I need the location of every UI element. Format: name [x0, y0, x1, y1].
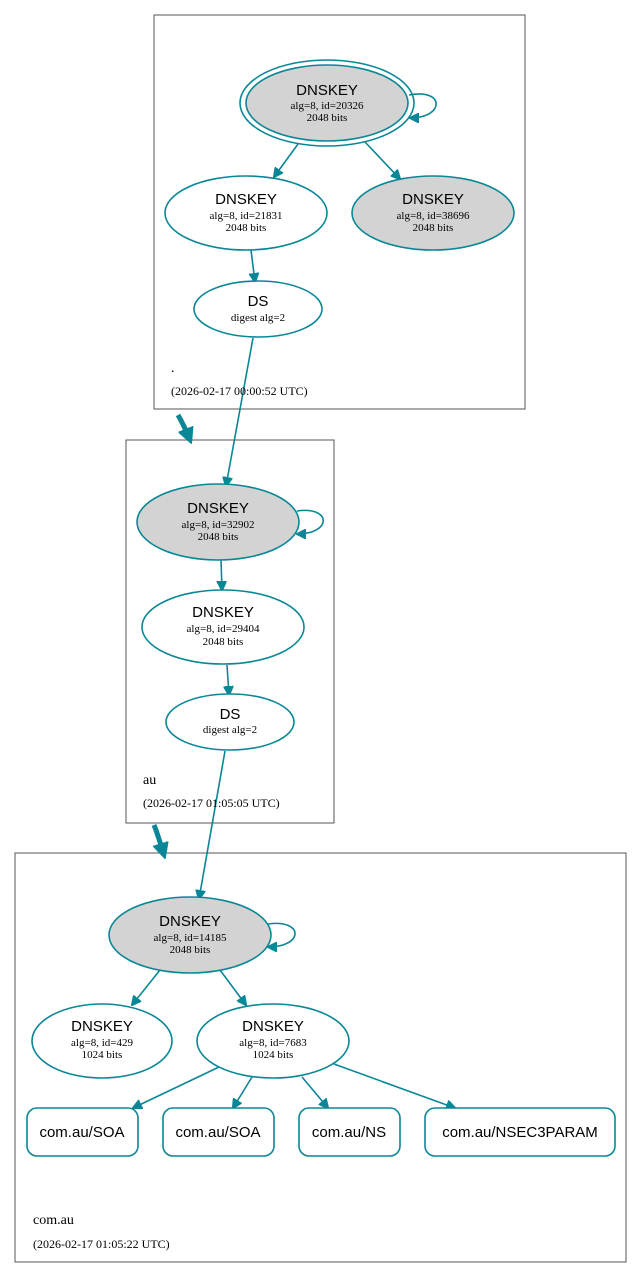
rrset-nsec3param[interactable]: com.au/NSEC3PARAM	[424, 1107, 616, 1157]
edge-root-ksk-standby	[364, 141, 400, 179]
rrset-nsec3param-label: com.au/NSEC3PARAM	[442, 1124, 598, 1141]
au-zsk-type: DNSKEY	[192, 604, 254, 621]
au-ds-detail: digest alg=2	[203, 724, 257, 736]
comau-dnskey-429-node[interactable]: DNSKEY alg=8, id=429 1024 bits	[31, 1003, 173, 1079]
root-standby-type: DNSKEY	[402, 191, 464, 208]
root-standby-bits: 2048 bits	[413, 222, 454, 234]
edge-comau-7683-soa2	[233, 1076, 253, 1108]
rrset-soa-2-label: com.au/SOA	[175, 1124, 260, 1141]
edge-root-zsk-ds	[251, 249, 255, 282]
edge-au-ksk-self	[297, 509, 325, 534]
comau-dnskey-7683-bits: 1024 bits	[253, 1049, 294, 1061]
delegation-au-comau	[151, 824, 164, 855]
comau-ksk-node[interactable]: DNSKEY alg=8, id=14185 2048 bits	[108, 896, 272, 974]
comau-dnskey-7683-detail: alg=8, id=7683	[239, 1037, 307, 1049]
rrset-ns-label: com.au/NS	[312, 1124, 386, 1141]
root-ksk-type: DNSKEY	[296, 82, 358, 99]
edge-au-zsk-ds	[227, 664, 229, 695]
au-ksk-node[interactable]: DNSKEY alg=8, id=32902 2048 bits	[136, 483, 300, 561]
au-ksk-bits: 2048 bits	[198, 531, 239, 543]
root-ksk-node[interactable]: DNSKEY alg=8, id=20326 2048 bits	[239, 59, 415, 147]
zone-comau-name: com.au	[33, 1213, 74, 1228]
edge-root-ksk-zsk	[274, 143, 299, 177]
rrset-soa-1[interactable]: com.au/SOA	[26, 1107, 139, 1157]
comau-dnskey-7683-type: DNSKEY	[242, 1018, 304, 1035]
au-ds-type: DS	[220, 706, 241, 723]
root-zsk-node[interactable]: DNSKEY alg=8, id=21831 2048 bits	[164, 175, 328, 251]
comau-ksk-bits: 2048 bits	[170, 944, 211, 956]
zone-au-timestamp: (2026-02-17 01:05:05 UTC)	[143, 796, 280, 810]
au-ksk-type: DNSKEY	[187, 500, 249, 517]
edge-au-ksk-zsk	[221, 559, 222, 590]
root-standby-detail: alg=8, id=38696	[397, 210, 470, 222]
au-zsk-node[interactable]: DNSKEY alg=8, id=29404 2048 bits	[141, 589, 305, 665]
au-zsk-bits: 2048 bits	[203, 636, 244, 648]
root-ksk-detail: alg=8, id=20326	[291, 100, 364, 112]
comau-ksk-type: DNSKEY	[159, 913, 221, 930]
comau-dnskey-429-type: DNSKEY	[71, 1018, 133, 1035]
delegation-root-au	[175, 413, 190, 440]
rrset-soa-2[interactable]: com.au/SOA	[162, 1107, 275, 1157]
au-zsk-detail: alg=8, id=29404	[187, 623, 260, 635]
edge-comau-ksk-429	[132, 969, 161, 1005]
edge-comau-7683-ns	[301, 1076, 328, 1108]
rrset-soa-1-label: com.au/SOA	[39, 1124, 124, 1141]
root-standby-node[interactable]: DNSKEY alg=8, id=38696 2048 bits	[351, 175, 515, 251]
edge-root-ksk-self	[408, 93, 437, 118]
zone-root-name: .	[171, 361, 175, 376]
comau-dnskey-7683-node[interactable]: DNSKEY alg=8, id=7683 1024 bits	[196, 1003, 350, 1079]
edge-root-ds-au-ksk	[226, 337, 254, 486]
rrset-ns[interactable]: com.au/NS	[298, 1107, 401, 1157]
root-ds-node[interactable]: DS digest alg=2	[193, 280, 323, 338]
comau-ksk-detail: alg=8, id=14185	[154, 932, 227, 944]
root-ds-detail: digest alg=2	[231, 312, 285, 324]
edge-au-ds-comau-ksk	[199, 750, 226, 899]
root-zsk-type: DNSKEY	[215, 191, 277, 208]
zone-comau-timestamp: (2026-02-17 01:05:22 UTC)	[33, 1237, 170, 1251]
comau-dnskey-429-bits: 1024 bits	[82, 1049, 123, 1061]
zone-root-timestamp: (2026-02-17 00:00:52 UTC)	[171, 384, 308, 398]
edge-comau-ksk-7683	[219, 969, 246, 1005]
root-zsk-detail: alg=8, id=21831	[210, 210, 283, 222]
root-ds-type: DS	[248, 293, 269, 310]
zone-au-name: au	[143, 773, 156, 788]
au-ksk-detail: alg=8, id=32902	[182, 519, 255, 531]
root-zsk-bits: 2048 bits	[226, 222, 267, 234]
edge-comau-ksk-self	[268, 922, 296, 947]
edge-comau-7683-nsec3param	[333, 1063, 455, 1108]
au-ds-node[interactable]: DS digest alg=2	[165, 693, 295, 751]
comau-dnskey-429-detail: alg=8, id=429	[71, 1037, 133, 1049]
root-ksk-bits: 2048 bits	[307, 112, 348, 124]
edge-comau-7683-soa1	[133, 1066, 220, 1108]
